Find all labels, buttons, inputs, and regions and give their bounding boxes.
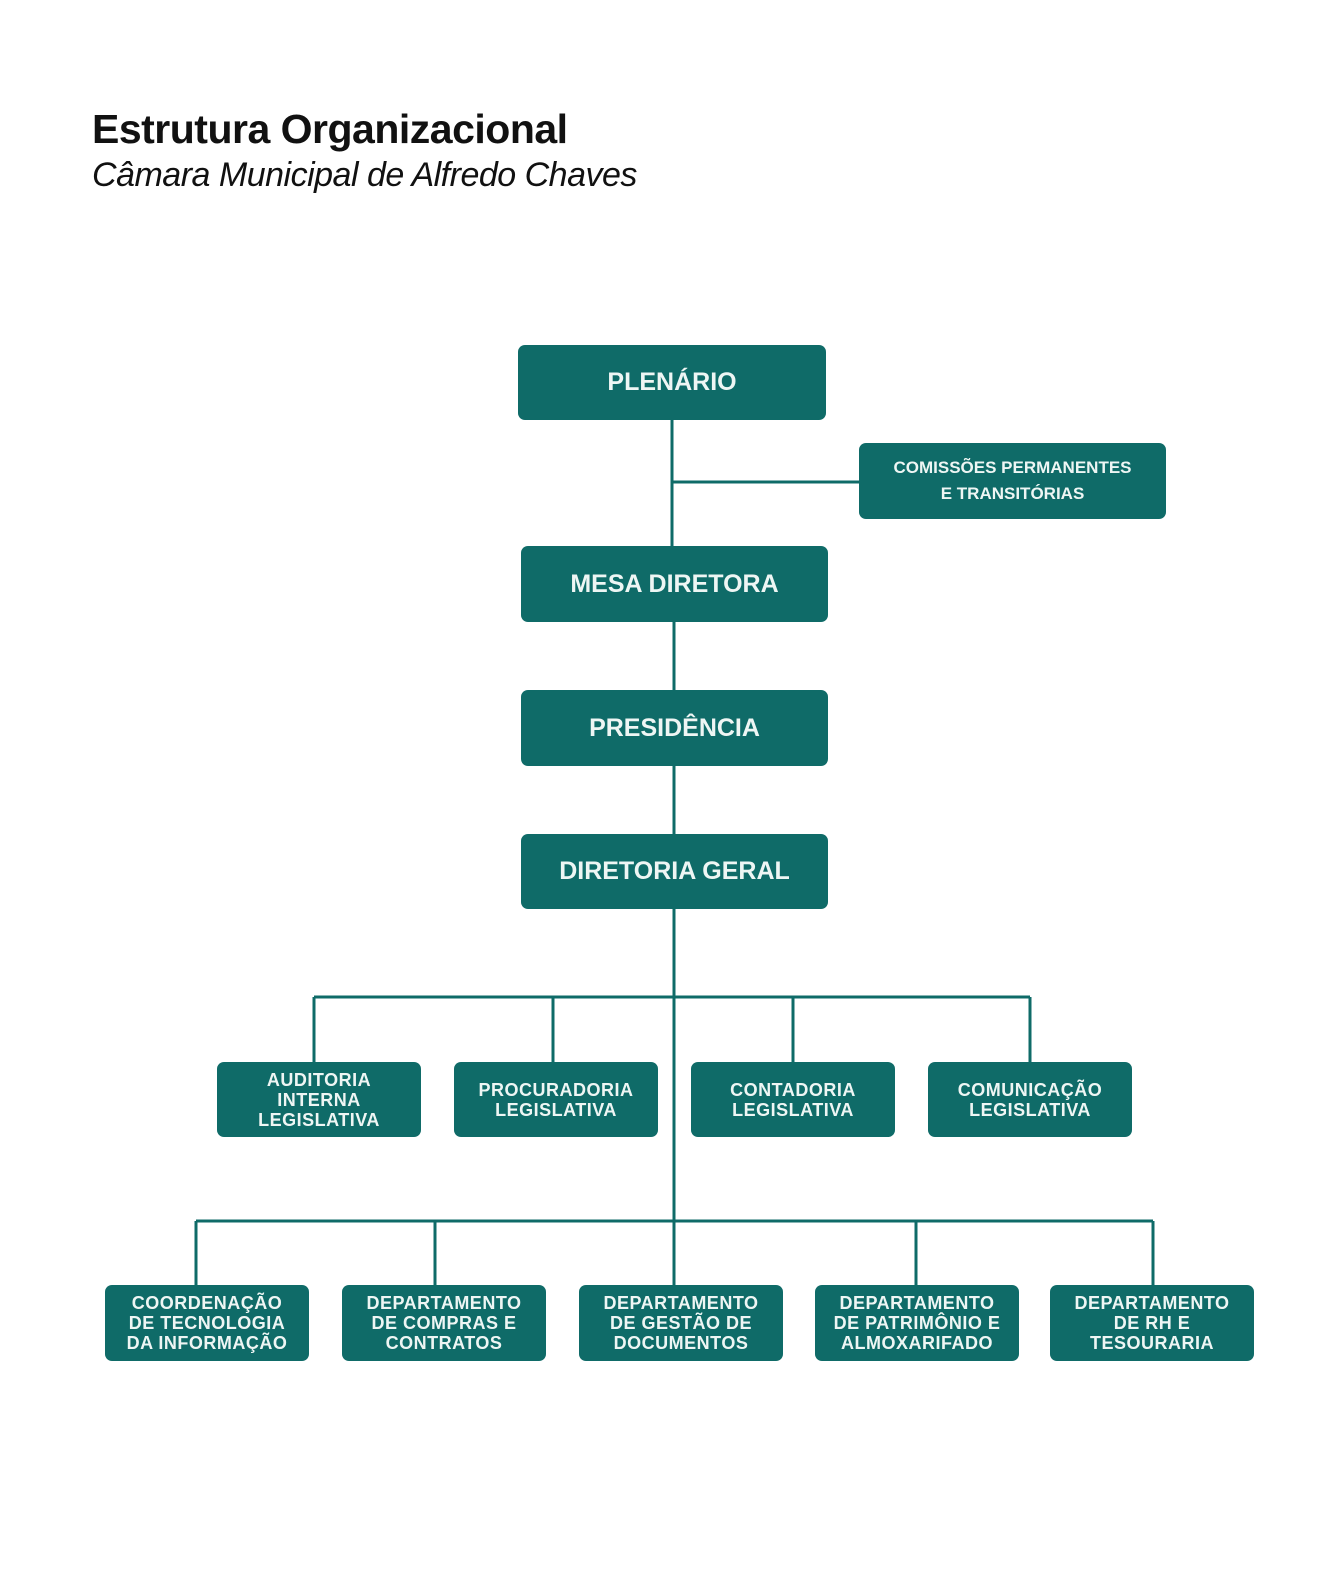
node-label: CONTADORIA: [730, 1079, 856, 1100]
node-label: COMUNICAÇÃO: [957, 1079, 1103, 1100]
node-comunicacao: COMUNICAÇÃO LEGISLATIVA: [928, 1062, 1132, 1137]
node-label: DEPARTAMENTO: [839, 1293, 995, 1313]
node-gestao-documentos: DEPARTAMENTO DE GESTÃO DE DOCUMENTOS: [579, 1285, 783, 1361]
node-label: DOCUMENTOS: [613, 1333, 749, 1353]
node-label: DEPARTAMENTO: [366, 1293, 522, 1313]
node-tecnologia: COORDENAÇÃO DE TECNOLOGIA DA INFORMAÇÃO: [105, 1285, 309, 1361]
node-label: LEGISLATIVA: [495, 1099, 617, 1120]
node-label: PRESIDÊNCIA: [589, 713, 760, 742]
node-mesa-diretora: MESA DIRETORA: [521, 546, 828, 622]
node-label: DEPARTAMENTO: [603, 1293, 759, 1313]
node-auditoria: AUDITORIA INTERNA LEGISLATIVA: [217, 1062, 421, 1137]
node-label: DE COMPRAS E: [371, 1313, 517, 1333]
node-label: PLENÁRIO: [607, 368, 737, 396]
page-subtitle: Câmara Municipal de Alfredo Chaves: [92, 156, 637, 194]
node-label: DE TECNOLOGIA: [128, 1313, 286, 1333]
node-label: DE GESTÃO DE: [609, 1313, 753, 1333]
node-label: DE RH E: [1113, 1313, 1191, 1333]
node-label: LEGISLATIVA: [969, 1099, 1091, 1120]
node-label: LEGISLATIVA: [258, 1109, 380, 1130]
node-plenario: PLENÁRIO: [518, 345, 826, 420]
node-contadoria: CONTADORIA LEGISLATIVA: [691, 1062, 895, 1137]
node-label: DE PATRIMÔNIO E: [833, 1313, 1001, 1333]
node-label: LEGISLATIVA: [732, 1099, 854, 1120]
node-procuradoria: PROCURADORIA LEGISLATIVA: [454, 1062, 658, 1137]
node-label: PROCURADORIA: [478, 1079, 634, 1100]
node-label: TESOURARIA: [1089, 1333, 1214, 1353]
node-label: COORDENAÇÃO: [131, 1293, 283, 1313]
node-label: DA INFORMAÇÃO: [126, 1333, 288, 1353]
node-presidencia: PRESIDÊNCIA: [521, 690, 828, 766]
node-label: INTERNA: [277, 1089, 361, 1110]
node-label: DEPARTAMENTO: [1074, 1293, 1230, 1313]
node-label: E TRANSITÓRIAS: [940, 484, 1085, 503]
node-label: ALMOXARIFADO: [841, 1333, 993, 1353]
node-compras: DEPARTAMENTO DE COMPRAS E CONTRATOS: [342, 1285, 546, 1361]
node-label: COMISSÕES PERMANENTES: [893, 458, 1132, 477]
node-diretoria-geral: DIRETORIA GERAL: [521, 834, 828, 909]
node-label: CONTRATOS: [385, 1333, 503, 1353]
node-comissoes: COMISSÕES PERMANENTES E TRANSITÓRIAS: [859, 443, 1166, 519]
node-label: MESA DIRETORA: [570, 569, 779, 598]
node-patrimonio: DEPARTAMENTO DE PATRIMÔNIO E ALMOXARIFAD…: [815, 1285, 1019, 1361]
node-rh-tesouraria: DEPARTAMENTO DE RH E TESOURARIA: [1050, 1285, 1254, 1361]
node-label: AUDITORIA: [266, 1069, 372, 1090]
page-title: Estrutura Organizacional: [92, 106, 568, 152]
node-label: DIRETORIA GERAL: [559, 857, 790, 885]
